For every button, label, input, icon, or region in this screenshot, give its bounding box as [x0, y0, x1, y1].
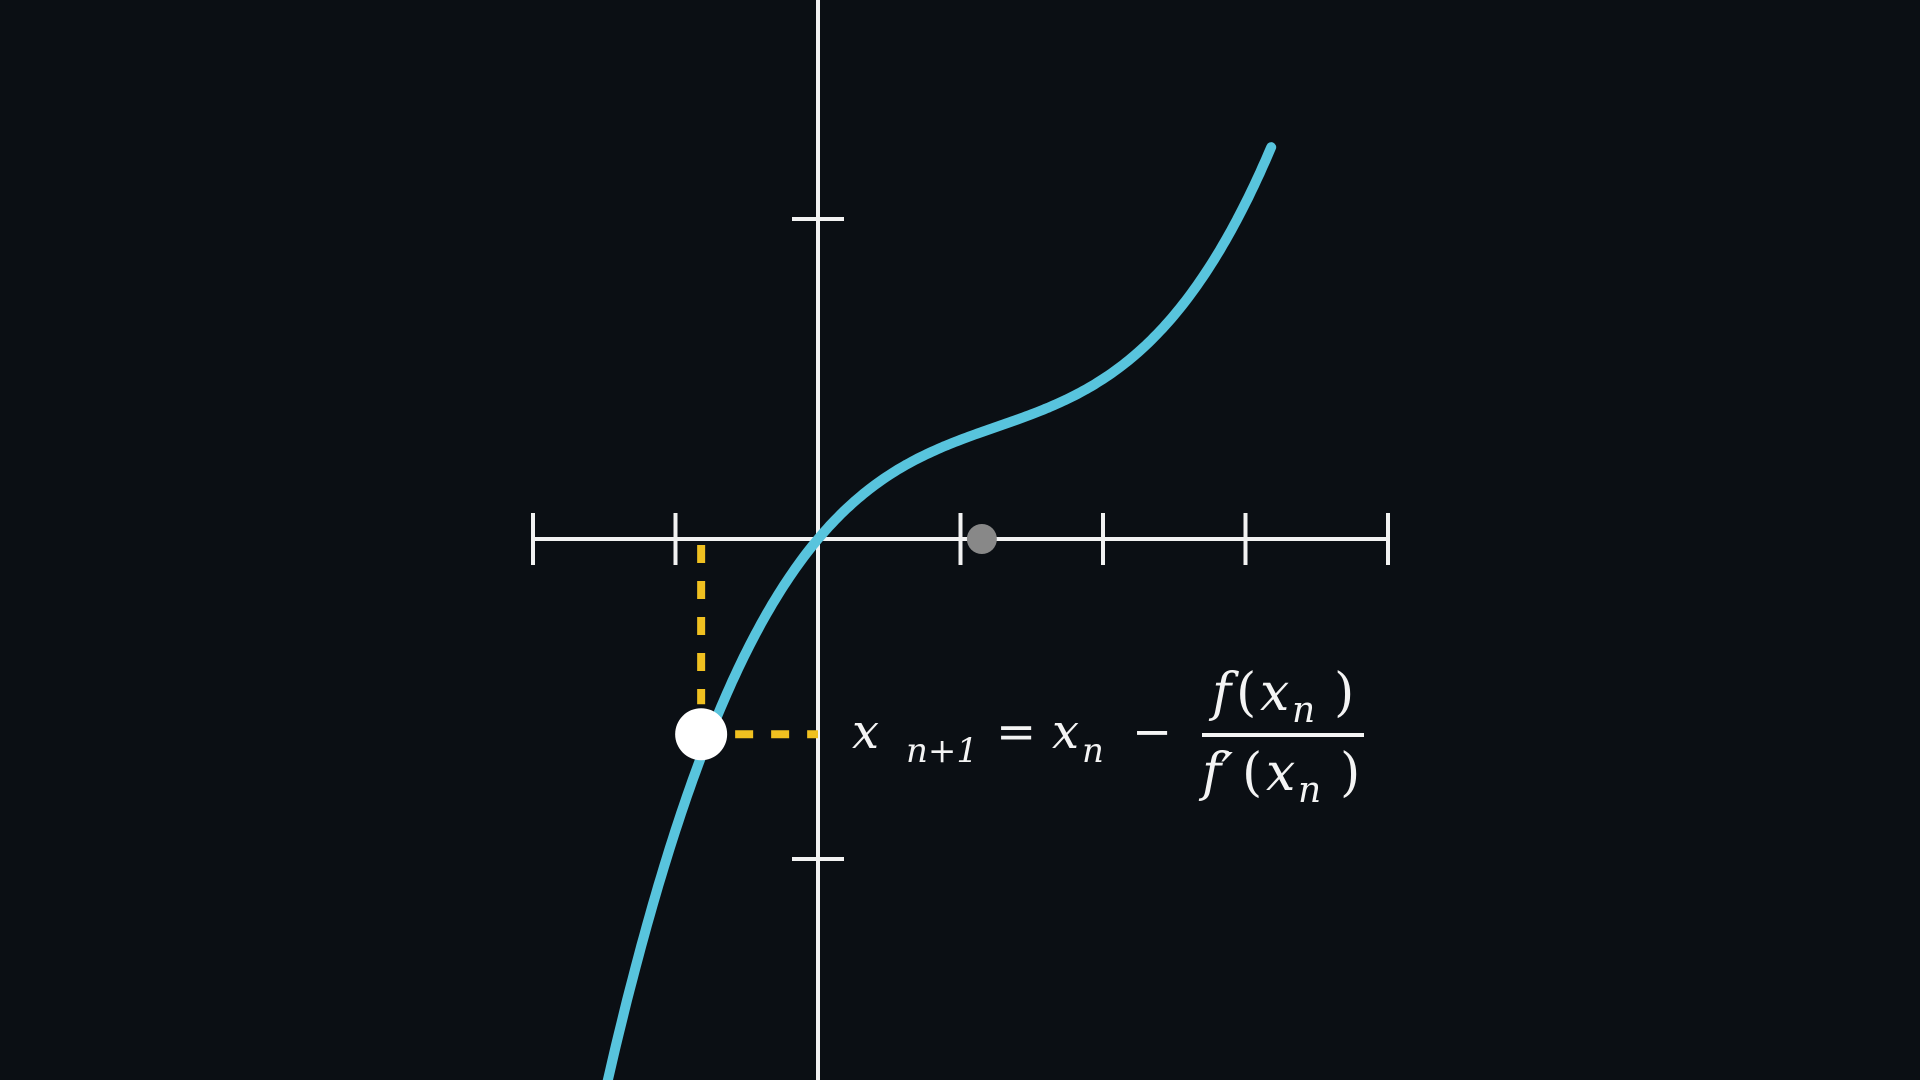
formula-rhs-variable: x	[1052, 704, 1079, 760]
denominator-variable: x	[1266, 743, 1295, 803]
x-axis-ticks	[531, 513, 1390, 565]
formula-lhs-subscript: n+1	[906, 731, 978, 771]
denominator-subscript: n	[1298, 770, 1321, 811]
denominator-function: f′	[1198, 743, 1233, 803]
projection-guides	[697, 545, 818, 739]
numerator-open-paren: (	[1236, 663, 1256, 723]
current-point-dot[interactable]	[675, 708, 728, 761]
y-axis-ticks	[792, 217, 844, 861]
numerator-function: f	[1208, 663, 1239, 723]
denominator-close-paren: )	[1340, 743, 1360, 803]
numerator-subscript: n	[1292, 690, 1315, 731]
formula-equals-sign: =	[996, 704, 1036, 760]
newton-update-formula: x n+1 = x n − f ( x n ) f′ ( x n )	[852, 663, 1364, 811]
root-marker-dot	[966, 524, 997, 554]
formula-numerator: f ( x n )	[1208, 663, 1354, 731]
formula-minus-sign: −	[1132, 704, 1172, 760]
formula-denominator: f′ ( x n )	[1198, 743, 1360, 811]
denominator-open-paren: (	[1242, 743, 1262, 803]
function-curve	[602, 142, 1277, 1080]
numerator-variable: x	[1260, 663, 1289, 723]
formula-rhs-subscript: n	[1082, 731, 1104, 771]
formula-lhs-variable: x	[852, 704, 879, 760]
numerator-close-paren: )	[1334, 663, 1354, 723]
